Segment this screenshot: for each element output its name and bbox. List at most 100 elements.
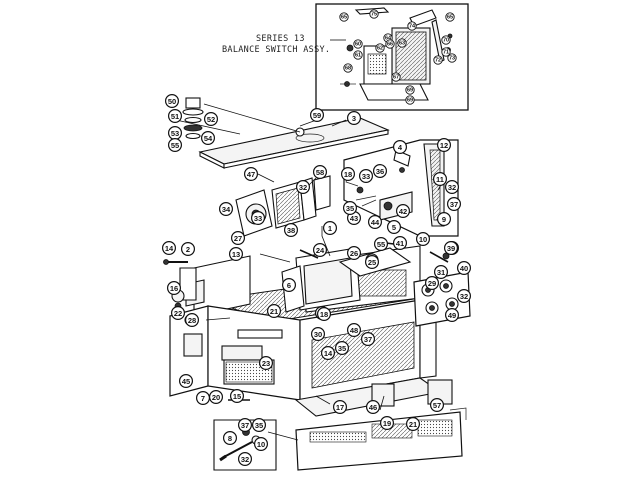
callout-33: 33 [251,211,266,226]
callout-54: 54 [201,131,216,146]
callout-number: 10 [257,440,265,449]
callout-circle [310,107,325,122]
callout-50: 50 [165,93,180,108]
callout-33: 33 [359,169,374,184]
callout-26: 26 [347,246,362,261]
callout-60: 60 [353,39,363,49]
callout-circle [282,278,297,293]
callout-number: 55 [171,141,179,150]
callout-32: 32 [445,180,460,195]
callout-71: 71 [441,47,451,57]
top-cover-panel [198,117,390,169]
callout-circle [393,140,408,155]
callout-number: 43 [350,214,358,223]
callout-circle [433,55,443,65]
callout-47: 47 [244,167,259,182]
callout-number: 24 [316,246,325,255]
callout-number: 35 [346,204,354,213]
callout-number: 33 [254,214,262,223]
callout-circle [343,63,353,73]
callout-number: 69 [407,98,413,104]
callout-circle [317,307,332,322]
callout-number: 29 [428,279,436,288]
callout-number: 74 [409,24,416,30]
callout-46: 46 [366,400,381,415]
callout-circle [447,53,457,63]
callout-45: 45 [179,374,194,389]
callout-circle [339,12,349,22]
callout-circle [238,418,253,433]
callout-circle [284,223,299,238]
callout-49: 49 [445,308,460,323]
callout-number: 37 [364,335,372,344]
callout-66: 66 [385,39,395,49]
callout-circle [171,306,186,321]
callout-circle [457,261,472,276]
callout-18: 18 [317,307,332,322]
callout-circle [369,9,379,19]
callout-circle [425,276,440,291]
callout-number: 8 [228,434,232,443]
callout-circle [430,398,445,413]
callout-number: 21 [270,307,278,316]
inset-caption-series: SERIES 13 [256,34,305,44]
callout-10: 10 [254,437,269,452]
callout-number: 23 [262,359,270,368]
callout-37: 37 [238,418,253,433]
callout-number: 5 [392,223,396,232]
callout-59: 59 [310,107,325,122]
callout-number: 39 [447,244,455,253]
callout-number: 66 [387,42,393,48]
callout-52: 52 [204,111,219,126]
callout-circle [223,431,238,446]
callout-number: 68 [345,66,351,72]
callout-circle [405,95,415,105]
callout-circle [168,108,183,123]
callout-39: 39 [444,241,459,256]
callout-57: 57 [430,398,445,413]
callout-circle [441,35,451,45]
callout-44: 44 [368,215,383,230]
callout-circle [445,12,455,22]
callout-circle [179,374,194,389]
callout-35: 35 [343,201,358,216]
callout-74: 74 [407,21,417,31]
callout-circle [437,138,452,153]
inset-caption-title: BALANCE SWITCH ASSY. [222,45,331,55]
callout-number: 47 [247,170,255,179]
callout-number: 57 [433,401,441,410]
callout-number: 22 [174,309,182,318]
callout-24: 24 [313,243,328,258]
callout-63: 63 [397,38,407,48]
callout-circle [252,418,267,433]
callout-number: 27 [234,234,242,243]
callout-40: 40 [457,261,472,276]
callout-62: 62 [375,43,385,53]
callout-34: 34 [219,202,234,217]
callout-number: 51 [171,112,179,121]
callout-number: 62 [377,46,383,52]
callout-10: 10 [416,232,431,247]
callout-number: 75 [371,12,377,18]
callout-20: 20 [209,390,224,405]
callout-number: 35 [255,421,263,430]
callout-65: 65 [339,12,349,22]
callout-number: 61 [355,53,361,59]
callout-number: 33 [362,172,370,181]
callout-35: 35 [252,418,267,433]
callout-number: 42 [399,207,407,216]
callout-27: 27 [231,231,246,246]
callout-circle [387,220,402,235]
callout-number: 49 [448,311,456,320]
callout-55: 55 [374,237,389,252]
callout-number: 65 [447,15,453,21]
callout-number: 38 [287,226,295,235]
callout-8: 8 [223,431,238,446]
callout-circle [374,237,389,252]
callout-circle [244,167,259,182]
callout-42: 42 [396,204,411,219]
callout-7: 7 [196,391,211,406]
callout-circle [230,389,245,404]
callout-circle [366,400,381,415]
